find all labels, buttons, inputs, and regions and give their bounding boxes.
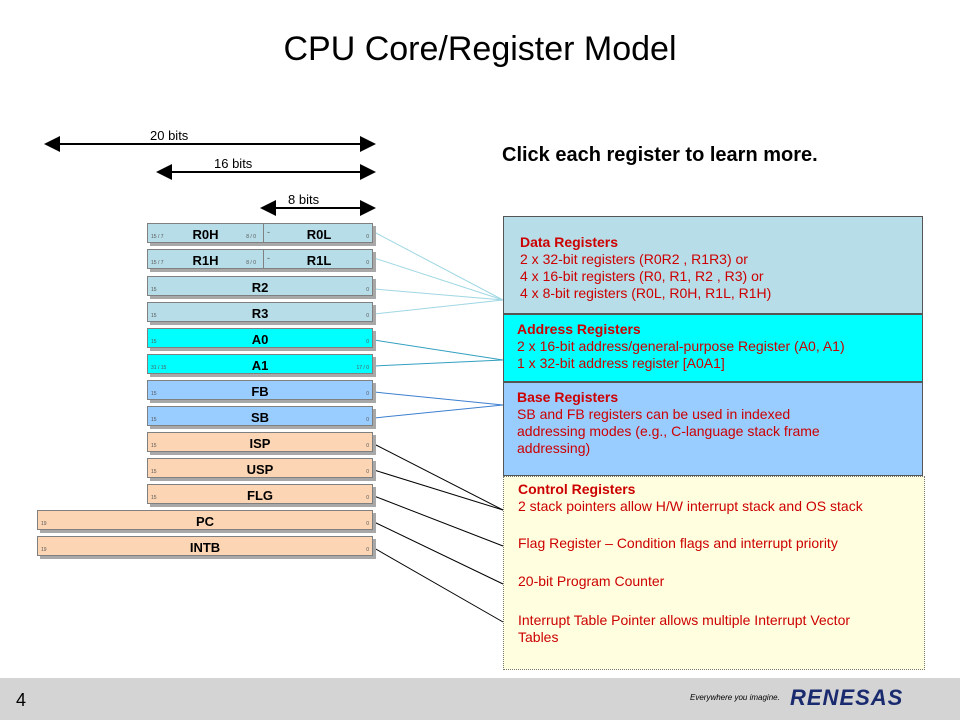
control-registers-panel[interactable]: Control Registers 2 stack pointers allow… bbox=[503, 476, 925, 670]
divider bbox=[263, 250, 264, 268]
renesas-logo: RENESAS bbox=[790, 685, 904, 710]
bit-tag: 15 bbox=[151, 417, 157, 423]
register-r3-label[interactable]: R3 bbox=[251, 306, 269, 321]
page-title: CPU Core/Register Model bbox=[283, 30, 677, 68]
register-a0[interactable]: A0 15 0 bbox=[147, 328, 373, 348]
register-fb[interactable]: FB 15 0 bbox=[147, 380, 373, 400]
page-number: 4 bbox=[16, 690, 27, 710]
data-registers-header: Data Registers bbox=[520, 234, 619, 250]
tagline: Everywhere you imagine. bbox=[690, 693, 780, 702]
register-sb-label[interactable]: SB bbox=[250, 410, 270, 425]
register-flg-label[interactable]: FLG bbox=[247, 488, 273, 503]
divider bbox=[263, 224, 264, 242]
control-flag-text: Flag Register – Condition flags and inte… bbox=[518, 535, 838, 551]
bit-tag: 15 bbox=[151, 391, 157, 397]
register-r1[interactable]: R1H R1L 15 / 7 8 / 0 - 0 bbox=[147, 249, 373, 269]
control-registers-header: Control Registers bbox=[518, 481, 636, 497]
address-registers-header: Address Registers bbox=[517, 321, 641, 337]
address-registers-line: 1 x 32-bit address register [A0A1] bbox=[517, 355, 725, 371]
bit-tag: 15 bbox=[151, 339, 157, 345]
register-sb[interactable]: SB 15 0 bbox=[147, 406, 373, 426]
register-fb-label[interactable]: FB bbox=[251, 384, 269, 399]
register-r3[interactable]: R3 15 0 bbox=[147, 302, 373, 322]
bit-tag: 15 bbox=[151, 313, 157, 319]
register-pc[interactable]: PC 19 0 bbox=[37, 510, 373, 530]
register-flg[interactable]: FLG 15 0 bbox=[147, 484, 373, 504]
control-pc-text: 20-bit Program Counter bbox=[518, 573, 665, 589]
bit-tag: 8 / 0 bbox=[246, 260, 256, 266]
bit-tag: 0 bbox=[366, 495, 369, 501]
register-r2[interactable]: R2 15 0 bbox=[147, 276, 373, 296]
bit-tag: 15 bbox=[151, 443, 157, 449]
bit-tag: 15 bbox=[151, 469, 157, 475]
register-isp[interactable]: ISP 15 0 bbox=[147, 432, 373, 452]
control-intb-text: Interrupt Table Pointer allows multiple … bbox=[518, 612, 851, 628]
data-registers-line: 4 x 8-bit registers (R0L, R0H, R1L, R1H) bbox=[520, 285, 772, 301]
bit-tag: 15 / 7 bbox=[151, 234, 164, 240]
control-stack-text: 2 stack pointers allow H/W interrupt sta… bbox=[518, 498, 863, 514]
register-r1l-label[interactable]: R1L bbox=[306, 253, 332, 268]
register-r2-label[interactable]: R2 bbox=[251, 280, 269, 295]
bit-tag: 0 bbox=[366, 260, 369, 266]
bit-tag: 0 bbox=[366, 234, 369, 240]
bits-20-label: 20 bits bbox=[150, 128, 189, 143]
bit-tag: 0 bbox=[366, 313, 369, 319]
register-r0l-label[interactable]: R0L bbox=[306, 227, 332, 242]
register-a1-label[interactable]: A1 bbox=[251, 358, 269, 373]
bit-tag: 0 bbox=[366, 547, 369, 553]
bit-tag: 0 bbox=[366, 521, 369, 527]
bit-tag: 31 / 15 bbox=[151, 365, 167, 371]
register-intb[interactable]: INTB 19 0 bbox=[37, 536, 373, 556]
base-registers-header: Base Registers bbox=[517, 389, 619, 405]
bit-tag: 0 bbox=[366, 417, 369, 423]
register-usp-label[interactable]: USP bbox=[246, 462, 274, 477]
bits-16-label: 16 bits bbox=[214, 156, 253, 171]
register-a1[interactable]: A1 31 / 15 17 / 0 bbox=[147, 354, 373, 374]
control-intb-text: Tables bbox=[518, 629, 559, 645]
data-registers-panel[interactable]: Data Registers 2 x 32-bit registers (R0R… bbox=[503, 216, 923, 314]
instruction-text: Click each register to learn more. bbox=[502, 144, 818, 166]
bit-tag: 19 bbox=[41, 547, 47, 553]
bit-tag: 15 bbox=[151, 495, 157, 501]
bit-tag: - bbox=[267, 253, 270, 263]
bit-tag: 15 bbox=[151, 287, 157, 293]
data-registers-line: 4 x 16-bit registers (R0, R1, R2 , R3) o… bbox=[520, 268, 764, 284]
data-registers-line: 2 x 32-bit registers (R0R2 , R1R3) or bbox=[520, 251, 748, 267]
bit-tag: 17 / 0 bbox=[356, 365, 369, 371]
base-registers-line: addressing) bbox=[517, 440, 591, 456]
register-r0[interactable]: R0H R0L 15 / 7 8 / 0 - 0 bbox=[147, 223, 373, 243]
bit-tag: 19 bbox=[41, 521, 47, 527]
bit-tag: 0 bbox=[366, 443, 369, 449]
register-r1h-label[interactable]: R1H bbox=[192, 253, 219, 268]
bit-tag: 15 / 7 bbox=[151, 260, 164, 266]
register-isp-label[interactable]: ISP bbox=[249, 436, 271, 451]
base-registers-line: SB and FB registers can be used in index… bbox=[517, 406, 791, 422]
bit-tag: 0 bbox=[366, 391, 369, 397]
footer-bar bbox=[0, 678, 960, 720]
bit-tag: 8 / 0 bbox=[246, 234, 256, 240]
address-registers-line: 2 x 16-bit address/general-purpose Regis… bbox=[517, 338, 845, 354]
bit-tag: 0 bbox=[366, 469, 369, 475]
bit-tag: 0 bbox=[366, 287, 369, 293]
register-a0-label[interactable]: A0 bbox=[251, 332, 269, 347]
register-intb-label[interactable]: INTB bbox=[189, 540, 221, 555]
bit-tag: 0 bbox=[366, 339, 369, 345]
register-pc-label[interactable]: PC bbox=[195, 514, 215, 529]
address-registers-panel[interactable]: Address Registers 2 x 16-bit address/gen… bbox=[503, 314, 923, 382]
bit-tag: - bbox=[267, 227, 270, 237]
register-r0h-label[interactable]: R0H bbox=[192, 227, 219, 242]
bits-8-label: 8 bits bbox=[288, 192, 320, 207]
register-usp[interactable]: USP 15 0 bbox=[147, 458, 373, 478]
base-registers-line: addressing modes (e.g., C-language stack… bbox=[517, 423, 820, 439]
base-registers-panel[interactable]: Base Registers SB and FB registers can b… bbox=[503, 382, 923, 476]
